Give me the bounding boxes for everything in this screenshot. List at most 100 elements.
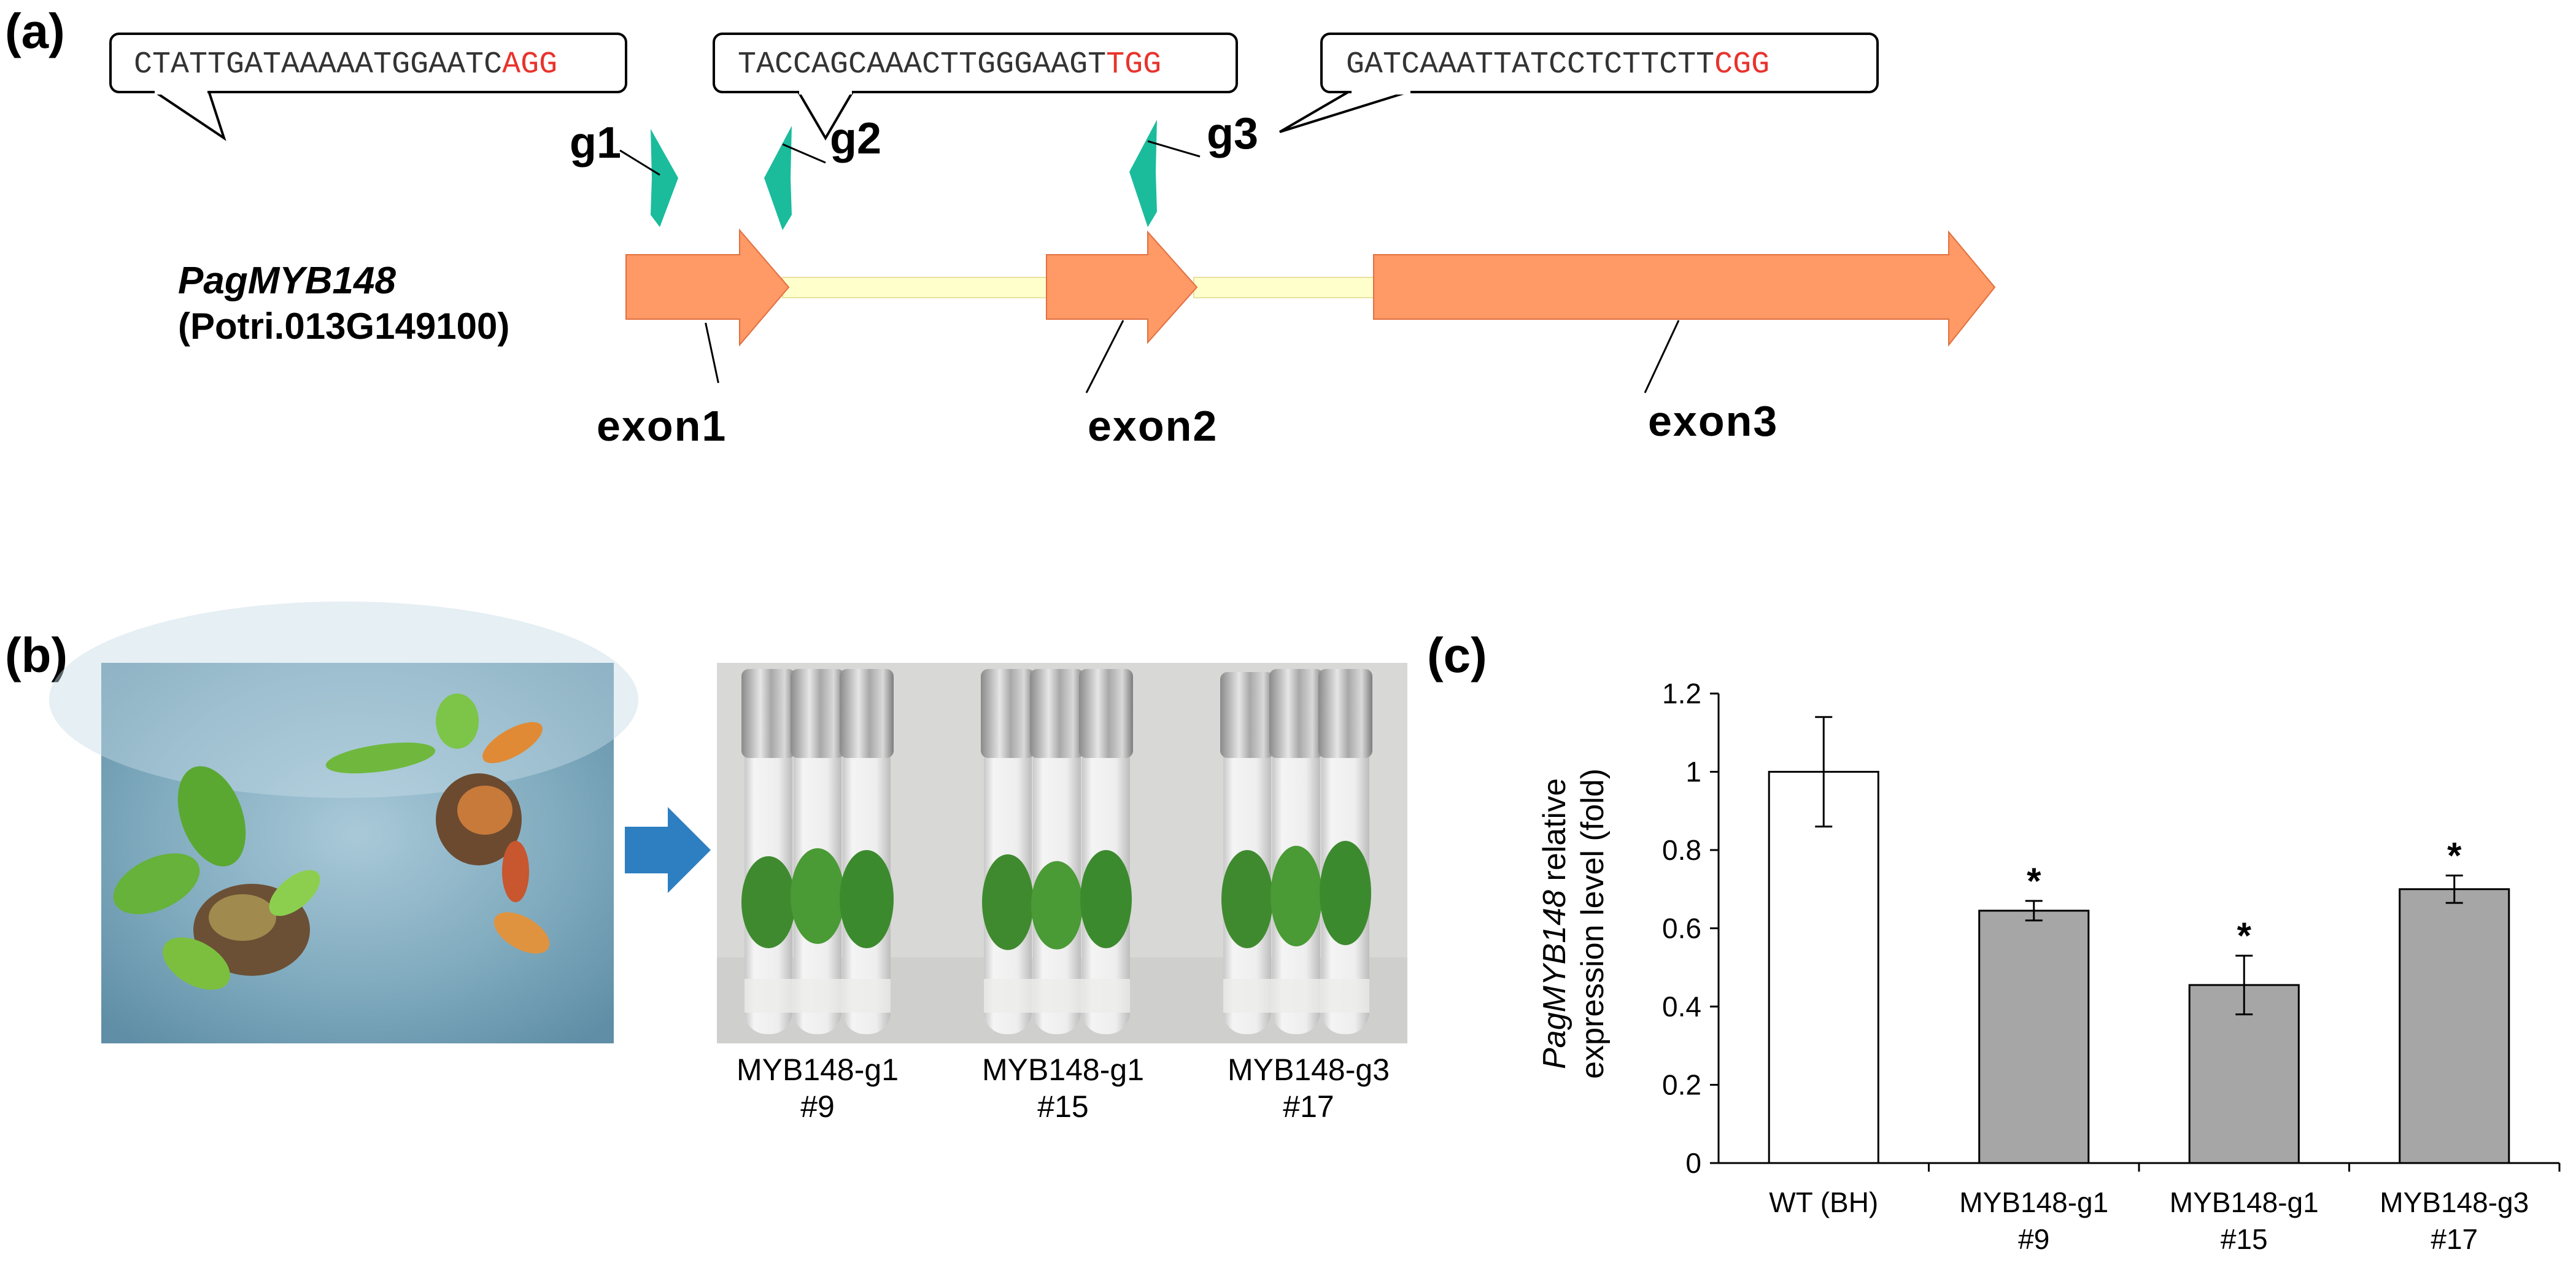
caption-line1: MYB148-g1: [982, 1053, 1144, 1087]
guide-sequence: TACCAGCAAACTTGGGAAGTTGG: [738, 47, 1161, 82]
exon-label-2: exon2: [1088, 402, 1218, 450]
foil-cap: [1318, 669, 1372, 758]
panel-c: (c) PagMYB148 relative expression level …: [1427, 628, 2561, 1255]
guide-sequence: CTATTGATAAAAATGGAATCAGG: [134, 47, 557, 82]
sequence-box: [713, 33, 1238, 93]
bar: [1978, 910, 2090, 1164]
sequence-box: [1320, 33, 1879, 93]
chart-labels: 00.20.40.60.811.2WT (BH)*MYB148-g1#9*MYB…: [1662, 678, 2529, 1255]
leaf: [177, 766, 246, 867]
y-axis-title: PagMYB148 relative: [1537, 778, 1572, 1069]
gene-name: PagMYB148: [178, 260, 396, 302]
intron-1: [782, 277, 1047, 298]
plantlet: [1031, 861, 1083, 949]
foil-cap: [840, 669, 894, 758]
x-category-label-line2: #9: [2018, 1223, 2049, 1255]
panel-a: (a) CTATTGATAAAAATGGAATCAGG TACCAGCAAACT…: [5, 4, 1996, 450]
foil-cap: [1030, 669, 1084, 758]
guide-arrow-g3: [1129, 120, 1201, 227]
medium: [984, 979, 1130, 1013]
plantlet: [1221, 850, 1273, 948]
guide-label-g1: g1: [570, 118, 621, 168]
guide-arrow-g2: [764, 126, 826, 230]
foil-cap: [1269, 669, 1323, 758]
significance-marker: *: [2447, 835, 2462, 876]
guide-callout-g2: TACCAGCAAACTTGGGAAGTTGG: [713, 33, 1238, 141]
gene-structure: [625, 228, 1996, 347]
tube-group-3: [1220, 669, 1372, 1034]
foil-cap: [1079, 669, 1133, 758]
x-category-label: MYB148-g1: [2170, 1186, 2319, 1218]
sequence-box: [109, 33, 627, 93]
tube-group-1: [741, 669, 894, 1034]
bar: [2399, 888, 2510, 1164]
x-category-label: MYB148-g1: [1959, 1186, 2108, 1218]
chart-bars: [1768, 716, 2510, 1164]
plantlet: [840, 850, 894, 948]
plantlet: [1271, 846, 1322, 946]
gene-id: (Potri.013G149100): [178, 306, 509, 347]
plantlet: [1320, 841, 1371, 945]
significance-marker: *: [2237, 915, 2252, 956]
panel-c-label: (c): [1427, 628, 1487, 682]
guide-callout-g3: GATCAAATTATCCTCTTCTTCGG: [1278, 33, 1879, 133]
bar: [1768, 771, 1879, 1164]
plantlet: [791, 848, 845, 944]
exon3-pointer: [1644, 320, 1680, 393]
medium: [745, 979, 891, 1013]
panel-b: (b): [5, 601, 1407, 1124]
caption-line2: #15: [1037, 1089, 1088, 1124]
plantlet: [982, 854, 1034, 950]
x-category-label-line2: #17: [2431, 1223, 2478, 1255]
significance-marker: *: [2027, 860, 2041, 902]
exon2-pointer: [1085, 320, 1124, 393]
leaf: [113, 853, 200, 914]
intron-2: [1193, 277, 1379, 298]
leaf: [436, 694, 479, 749]
caption-line1: MYB148-g3: [1228, 1053, 1390, 1087]
test-tubes-photo: [717, 663, 1407, 1043]
x-category-label-line2: #15: [2221, 1223, 2268, 1255]
panel-a-label: (a): [5, 4, 65, 58]
y-tick-label: 0.2: [1662, 1069, 1701, 1101]
guide-arrow-g1: [619, 129, 678, 227]
callus-photo: [49, 601, 638, 1043]
x-category-label: MYB148-g3: [2380, 1186, 2529, 1218]
exon-1: [625, 228, 790, 347]
foil-cap: [981, 669, 1035, 758]
guide-sequence: GATCAAATTATCCTCTTCTTCGG: [1346, 47, 1770, 82]
guide-label-g2: g2: [830, 114, 881, 163]
test-tube: [1033, 681, 1081, 1034]
caption-line1: MYB148-g1: [737, 1053, 899, 1087]
guide-label-g3: g3: [1207, 109, 1258, 158]
leaf: [325, 742, 436, 774]
exon1-pointer: [705, 322, 719, 384]
x-category-label: WT (BH): [1769, 1186, 1878, 1218]
caption-line2: #17: [1283, 1089, 1334, 1124]
y-tick-label: 1: [1685, 756, 1701, 788]
foil-cap: [1220, 672, 1274, 758]
exon-label-3: exon3: [1648, 397, 1778, 445]
foil-cap: [741, 669, 795, 758]
exon-2: [1046, 230, 1198, 344]
y-axis-title-line2: expression level (fold): [1575, 768, 1611, 1079]
leaf: [163, 937, 230, 990]
caption-line2: #9: [800, 1089, 835, 1124]
medium: [1223, 979, 1369, 1013]
guide-callout-g1: CTATTGATAAAAATGGAATCAGG: [109, 33, 627, 141]
y-tick-label: 1.2: [1662, 678, 1701, 709]
arrow-icon: [625, 807, 711, 893]
exon-label-1: exon1: [597, 402, 727, 450]
callout-pointer: [1278, 90, 1412, 133]
y-tick-label: 0.6: [1662, 913, 1701, 945]
y-tick-label: 0.4: [1662, 991, 1701, 1023]
panel-b-label: (b): [5, 628, 68, 682]
callout-pointer: [149, 90, 226, 141]
y-tick-label: 0.8: [1662, 834, 1701, 866]
tube-group-2: [981, 669, 1133, 1034]
exon-3: [1373, 230, 1996, 347]
plantlet: [741, 856, 795, 948]
foil-cap: [791, 669, 845, 758]
plantlet: [1080, 850, 1132, 948]
